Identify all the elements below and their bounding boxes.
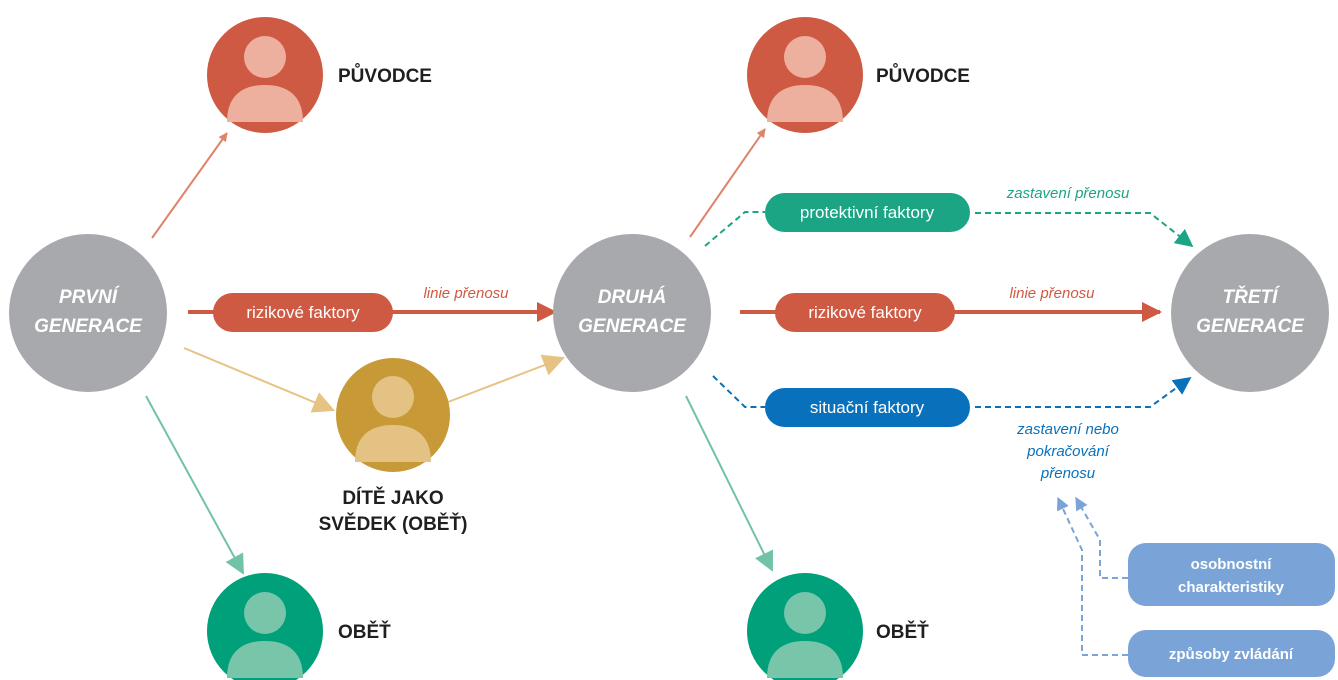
witness-child: DÍTĚ JAKO SVĚDEK (OBĚŤ) — [319, 358, 468, 535]
third-generation-label-2: GENERACE — [1196, 316, 1305, 337]
risk-factors-label-2: rizikové faktory — [808, 303, 922, 322]
edge-protective-path — [704, 211, 765, 247]
second-generation-label-2: GENERACE — [578, 316, 687, 337]
third-generation-label-1: TŘETÍ — [1223, 286, 1282, 308]
person-icon — [767, 592, 843, 678]
stop-or-continue-label-3: přenosu — [1040, 465, 1096, 482]
person-icon — [227, 592, 303, 678]
node-third-generation: TŘETÍ GENERACE — [1171, 234, 1329, 392]
edge-gen1-to-victim — [145, 395, 244, 575]
personality-label-2: charakteristiky — [1178, 579, 1285, 596]
node-first-generation: PRVNÍ GENERACE — [9, 234, 167, 392]
edge-gen2-to-perpetrator — [689, 128, 766, 238]
stop-or-continue-label-2: pokračování — [1026, 443, 1111, 460]
victim-2: OBĚŤ — [747, 573, 929, 680]
transmission-label-2: linie přenosu — [1009, 285, 1095, 302]
witness-label-2: SVĚDEK (OBĚŤ) — [319, 513, 468, 535]
situational-factors-pill: situační faktory — [765, 388, 970, 427]
risk-factors-pill-1: rizikové faktory — [213, 293, 393, 332]
protective-factors-pill: protektivní faktory — [765, 193, 970, 232]
second-generation-label-1: DRUHÁ — [598, 286, 667, 308]
protective-factors-label: protektivní faktory — [800, 203, 935, 222]
perpetrator-2: PŮVODCE — [747, 17, 970, 133]
edge-situational-path — [712, 375, 765, 408]
personality-label-1: osobnostní — [1191, 556, 1273, 573]
edge-coping-feedback — [1057, 496, 1128, 656]
edge-personality-feedback — [1075, 496, 1128, 579]
transmission-label-1: linie přenosu — [423, 285, 509, 302]
witness-label-1: DÍTĚ JAKO — [342, 487, 443, 509]
stop-transmission-label: zastavení přenosu — [1006, 185, 1130, 202]
situational-factors-label: situační faktory — [810, 398, 925, 417]
node-second-generation: DRUHÁ GENERACE — [553, 234, 711, 392]
person-icon — [767, 36, 843, 122]
edge-protective-to-gen3 — [975, 212, 1194, 248]
coping-label: způsoby zvládání — [1169, 646, 1294, 663]
edge-gen2-to-victim — [685, 395, 773, 572]
victim-2-label: OBĚŤ — [876, 621, 929, 643]
stop-or-continue-label-1: zastavení nebo — [1016, 421, 1119, 438]
victim-1: OBĚŤ — [207, 573, 391, 680]
person-icon — [227, 36, 303, 122]
perpetrator-2-label: PŮVODCE — [876, 64, 970, 87]
first-generation-label-1: PRVNÍ — [59, 286, 121, 308]
edge-situational-to-gen3 — [975, 376, 1192, 408]
perpetrator-1: PŮVODCE — [207, 17, 432, 133]
person-icon — [355, 376, 431, 462]
edge-gen1-to-perpetrator — [151, 132, 228, 239]
victim-1-label: OBĚŤ — [338, 621, 391, 643]
first-generation-label-2: GENERACE — [34, 316, 143, 337]
coping-pill: způsoby zvládání — [1128, 630, 1335, 677]
risk-factors-label-1: rizikové faktory — [246, 303, 360, 322]
perpetrator-1-label: PŮVODCE — [338, 64, 432, 87]
edge-witness-to-gen2 — [447, 354, 566, 403]
edge-gen1-to-witness — [183, 347, 336, 413]
personality-pill: osobnostní charakteristiky — [1128, 543, 1335, 606]
risk-factors-pill-2: rizikové faktory — [775, 293, 955, 332]
